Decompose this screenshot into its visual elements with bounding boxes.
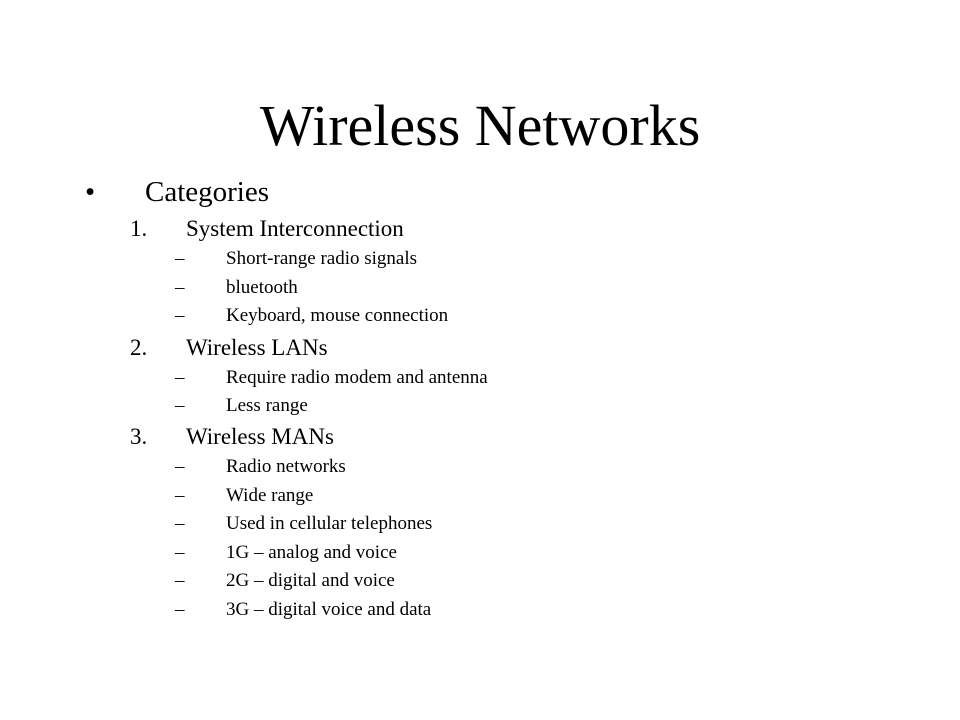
- section-heading: Wireless LANs: [186, 335, 328, 360]
- dash-marker: –: [175, 367, 185, 388]
- list-item: Less range: [226, 395, 308, 416]
- list-item: Keyboard, mouse connection: [226, 305, 449, 326]
- slide-title: Wireless Networks: [259, 93, 701, 158]
- dash-marker: –: [175, 599, 185, 620]
- categories-heading: Categories: [145, 176, 270, 208]
- dash-marker: –: [175, 570, 185, 591]
- dash-marker: –: [175, 513, 185, 534]
- list-item: 1G – analog and voice: [226, 542, 397, 563]
- list-item: bluetooth: [226, 277, 298, 298]
- bullet-marker: •: [85, 176, 96, 208]
- section-heading: Wireless MANs: [186, 424, 334, 449]
- dash-marker: –: [175, 485, 185, 506]
- section-number: 2.: [130, 335, 148, 360]
- dash-marker: –: [175, 248, 185, 269]
- dash-marker: –: [175, 542, 185, 563]
- list-item: 3G – digital voice and data: [226, 599, 432, 620]
- section-number: 3.: [130, 424, 148, 449]
- list-item: Radio networks: [226, 456, 346, 477]
- list-item: Used in cellular telephones: [226, 513, 433, 534]
- section-heading: System Interconnection: [186, 216, 404, 241]
- list-item: 2G – digital and voice: [226, 570, 395, 591]
- dash-marker: –: [175, 277, 185, 298]
- dash-marker: –: [175, 395, 185, 416]
- dash-marker: –: [175, 456, 185, 477]
- dash-marker: –: [175, 305, 185, 326]
- list-item: Short-range radio signals: [226, 248, 418, 269]
- list-item: Require radio modem and antenna: [226, 367, 488, 388]
- section-number: 1.: [130, 216, 148, 241]
- list-item: Wide range: [226, 485, 314, 506]
